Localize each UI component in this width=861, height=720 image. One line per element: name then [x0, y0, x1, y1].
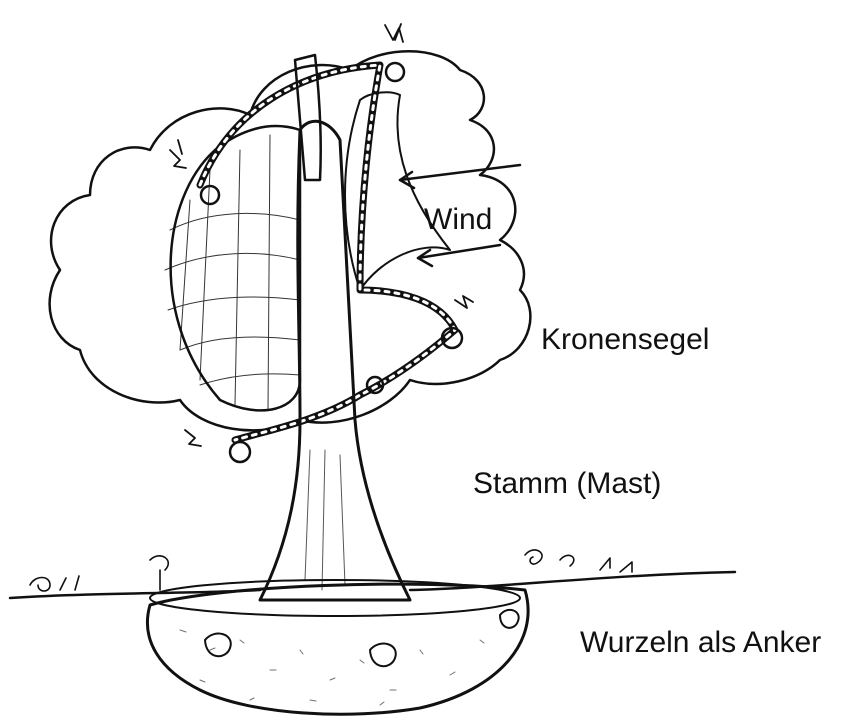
- sail-net-hatching: [165, 135, 300, 410]
- root-clumps: [205, 610, 519, 666]
- wind-label: Wind: [424, 205, 492, 235]
- roots-label: Wurzeln als Anker: [580, 628, 821, 658]
- trunk: [260, 121, 410, 600]
- trunk-label: Stamm (Mast): [473, 469, 661, 499]
- crown-outline: [50, 51, 531, 430]
- trunk-bark: [305, 450, 345, 590]
- root-bowl: [147, 584, 528, 714]
- soil-stipple: [180, 630, 484, 705]
- crown-label: Kronensegel: [541, 325, 709, 355]
